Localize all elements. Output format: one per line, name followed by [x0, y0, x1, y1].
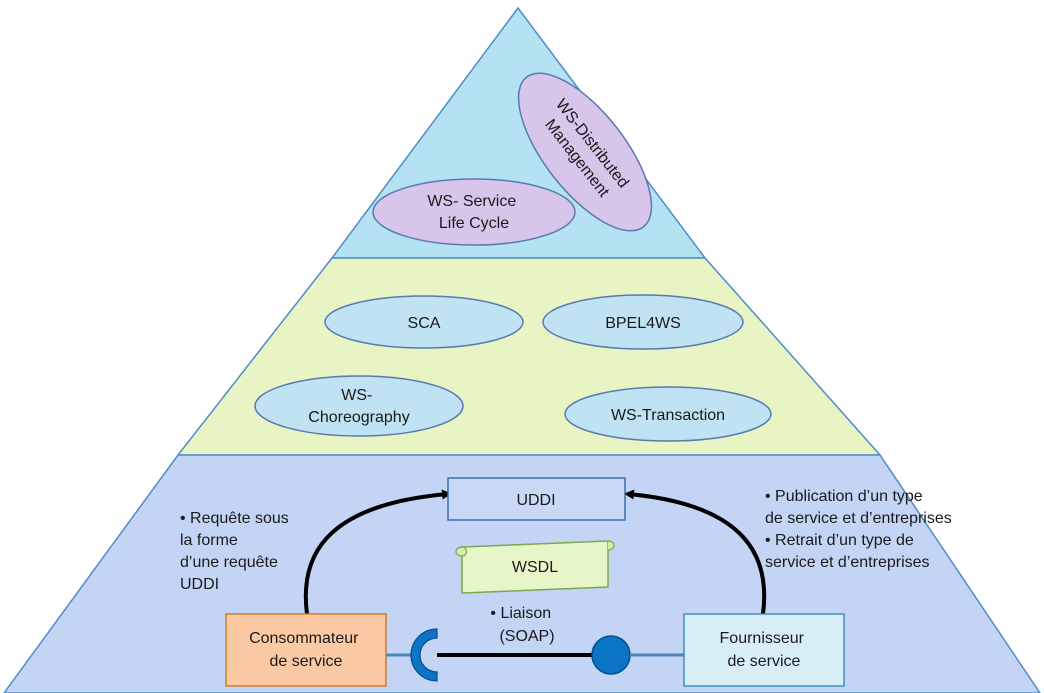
- publication-note: • Publication d’un type de service et d’…: [765, 486, 952, 574]
- publication-note-line1: • Publication d’un type: [765, 488, 923, 505]
- consumer-line1: Consommateur: [249, 630, 359, 647]
- request-note-line3: d’une requête: [180, 554, 278, 571]
- provider-line2: de service: [728, 653, 801, 670]
- consumer-box: [225, 613, 387, 687]
- wsdl-label: WSDL: [512, 559, 558, 576]
- svg-text:Fournisseur de service: Fournisseur de service: [720, 630, 809, 670]
- ws-choreography-line2: Choreography: [308, 409, 409, 426]
- consumer-line2: de service: [270, 653, 343, 670]
- svg-text:WS- Choreography: WS- Choreography: [308, 387, 409, 426]
- ws-service-life-cycle-oval: [372, 178, 576, 246]
- svg-text:WS- Service Life Cycle: WS- Service Life Cycle: [427, 193, 520, 232]
- ws-service-life-cycle-line1: WS- Service: [427, 193, 516, 210]
- ws-distributed-management-oval: [517, 72, 653, 232]
- provided-interface-ball: [591, 635, 631, 675]
- publication-note-line3: • Retrait d’un type de: [765, 532, 914, 549]
- required-interface-socket: [410, 628, 438, 682]
- svg-text:• Liaison (SOAP): • Liaison (SOAP): [490, 605, 555, 645]
- provider-to-uddi-arrow: [624, 489, 767, 615]
- bpel4ws-label: BPEL4WS: [605, 315, 681, 332]
- ws-choreography-line1: WS-: [341, 387, 372, 404]
- provider-box: [683, 613, 845, 687]
- ws-service-life-cycle-line2: Life Cycle: [439, 215, 509, 232]
- consumer-to-uddi-arrow: [303, 489, 452, 615]
- wsdl-scroll: [455, 540, 615, 594]
- request-note: • Requête sous la forme d’une requête UD…: [180, 508, 289, 596]
- provider-line1: Fournisseur: [720, 630, 805, 647]
- request-note-line2: la forme: [180, 532, 238, 549]
- publication-note-line2: de service et d’entreprises: [765, 510, 952, 527]
- publication-note-line4: service et d’entreprises: [765, 554, 930, 571]
- bpel4ws-oval: [542, 294, 744, 350]
- uddi-label: UDDI: [516, 492, 555, 509]
- ws-choreography-oval: [254, 375, 464, 437]
- ws-transaction-label: WS-Transaction: [611, 407, 725, 424]
- ws-transaction-oval: [564, 386, 772, 442]
- binding-line2: (SOAP): [499, 628, 554, 645]
- sca-label: SCA: [408, 315, 441, 332]
- svg-text:Consommateur de service: Consommateur de service: [249, 630, 363, 670]
- sca-oval: [324, 295, 524, 349]
- binding-line1: • Liaison: [490, 605, 551, 622]
- request-note-line4: UDDI: [180, 576, 220, 593]
- request-note-line1: • Requête sous: [180, 510, 289, 527]
- uddi-box: [447, 477, 626, 521]
